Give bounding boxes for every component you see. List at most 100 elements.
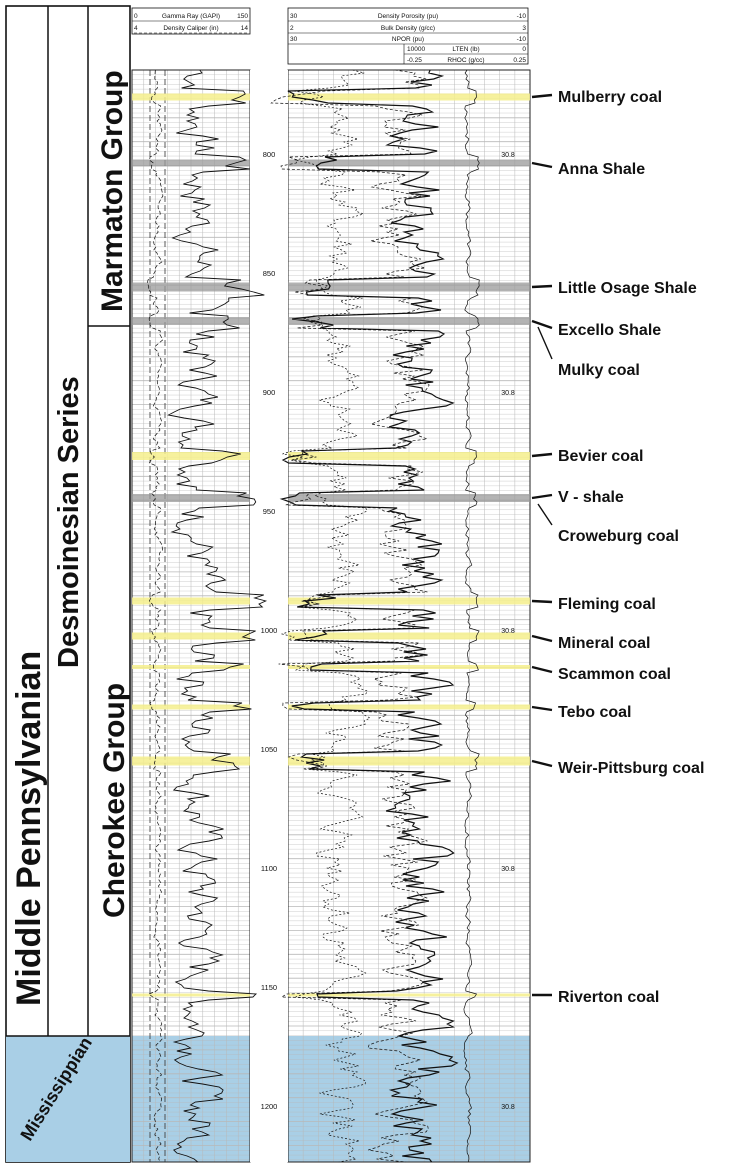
track-grid [131,69,531,1162]
dphi-max: -10 [517,13,527,20]
log-curves [147,69,480,1163]
bed-band-right-9 [288,597,530,605]
bed-band-left-14 [132,993,250,997]
marker-bed-label-bevier-coal: Bevier coal [558,448,643,465]
bed-band-right-12 [288,704,530,710]
marmaton-group-label: Marmaton Group [96,70,129,312]
bed-band-left-1 [132,93,250,101]
period-label: Middle Pennsylvanian [10,651,48,1006]
lten-name: LTEN (lb) [452,46,479,53]
depth-label: 1150 [261,983,277,992]
rhob-min: 2 [290,25,294,32]
npor-min: 30 [290,36,298,43]
caliper-max: 14 [241,25,249,32]
marker-bed-label-scammon-coal: Scammon coal [558,666,671,683]
lten-max: 0 [522,46,526,53]
marker-bed-label-weir-pittsburg-coal: Weir-Pittsburg coal [558,760,704,777]
stratigraphic-column-frame [5,5,131,1163]
gamma-ray-name: Gamma Ray (GAPI) [162,13,220,20]
marker-bed-label-tebo-coal: Tebo coal [558,704,632,721]
leader-line [531,284,553,289]
marker-bed-label-mulky-coal: Mulky coal [558,362,640,379]
rhoc-name: RHOC (g/cc) [447,57,484,64]
bed-band-left-7 [132,494,250,502]
dphi-min: 30 [290,13,298,20]
rhoc-curve [463,69,480,1163]
leader-line [537,503,553,526]
bed-band-right-4 [288,317,530,325]
scale-mark-label: 30.8 [501,390,515,397]
bed-band-right-13 [288,756,530,766]
marker-bed-label-fleming-coal: Fleming coal [558,596,656,613]
bed-band-left-10 [132,632,250,640]
bed-band-right-1 [288,93,530,101]
track-header-block [131,7,529,65]
bed-band-right-11 [288,665,530,669]
scale-mark-label: 30.8 [501,1104,515,1111]
marker-bed-label-mulberry-coal: Mulberry coal [558,89,662,106]
bed-band-left-2 [132,159,250,167]
caliper-name: Density Caliper (in) [163,25,218,32]
marker-bed-label-little-osage-shale: Little Osage Shale [558,280,697,297]
leader-line [531,93,553,99]
lten-min: 10000 [407,46,425,53]
bed-band-right-3 [288,282,530,292]
marker-bed-label-v-shale: V - shale [558,489,624,506]
marker-bed-label-croweburg-coal: Croweburg coal [558,528,679,545]
leader-line [531,665,553,674]
bed-band-left-9 [132,597,250,605]
depth-label: 850 [263,269,276,278]
npor-name: NPOR (pu) [392,36,424,43]
leader-line [531,319,553,330]
bed-band-left-11 [132,665,250,669]
depth-label: 800 [263,150,276,159]
dphi-name: Density Porosity (pu) [378,13,438,20]
rhob-name: Bulk Density (g/cc) [381,25,435,32]
depth-label: 1050 [261,745,278,754]
leader-line [531,759,553,768]
caliper-min: 4 [134,25,138,32]
density-porosity-curve [270,69,430,1163]
left-header-texts: 0 Gamma Ray (GAPI) 150 4 Density Caliper… [134,13,248,32]
cherokee-group-label: Cherokee Group [98,683,131,918]
bed-band-right-6 [288,452,530,460]
marker-bed-bands [132,93,530,997]
marker-bed-label-mineral-coal: Mineral coal [558,635,650,652]
log-tracks [131,69,531,1163]
scale-mark-label: 30.8 [501,628,515,635]
rhoc-max: 0.25 [513,57,526,64]
scale-mark-label: 30.8 [501,866,515,873]
marker-bed-label-excello-shale: Excello Shale [558,322,661,339]
rhoc-min: -0.25 [407,57,422,64]
leader-line [531,705,553,712]
npor-max: -10 [517,36,527,43]
gamma-ray-curve [167,69,268,1163]
bed-band-right-7 [288,494,530,502]
bed-band-left-4 [132,317,250,325]
leader-line [537,326,553,360]
rhob-max: 3 [522,25,526,32]
depth-label: 950 [263,507,276,516]
depth-label: 1000 [261,626,278,635]
leader-line [531,161,553,169]
gamma-ray-min: 0 [134,13,138,20]
scale-mark-label: 30.8 [501,152,515,159]
bulk-density-curve [279,69,459,1163]
marker-bed-label-anna-shale: Anna Shale [558,161,645,178]
bed-band-right-10 [288,632,530,640]
depth-track: 8008509009501000105011001150120030.830.8… [261,150,515,1111]
leader-line [531,599,553,604]
right-header-texts: 30 Density Porosity (pu) -10 2 Bulk Dens… [290,13,526,64]
marker-bed-label-riverton-coal: Riverton coal [558,989,659,1006]
mississippian-band [132,1036,530,1162]
bed-band-left-12 [132,704,250,710]
depth-label: 900 [263,388,276,397]
leader-line [531,452,553,458]
depth-label: 1200 [261,1102,278,1111]
leader-line [531,493,553,500]
bed-band-left-3 [132,282,250,292]
bed-band-left-13 [132,756,250,766]
leader-line [531,634,553,643]
